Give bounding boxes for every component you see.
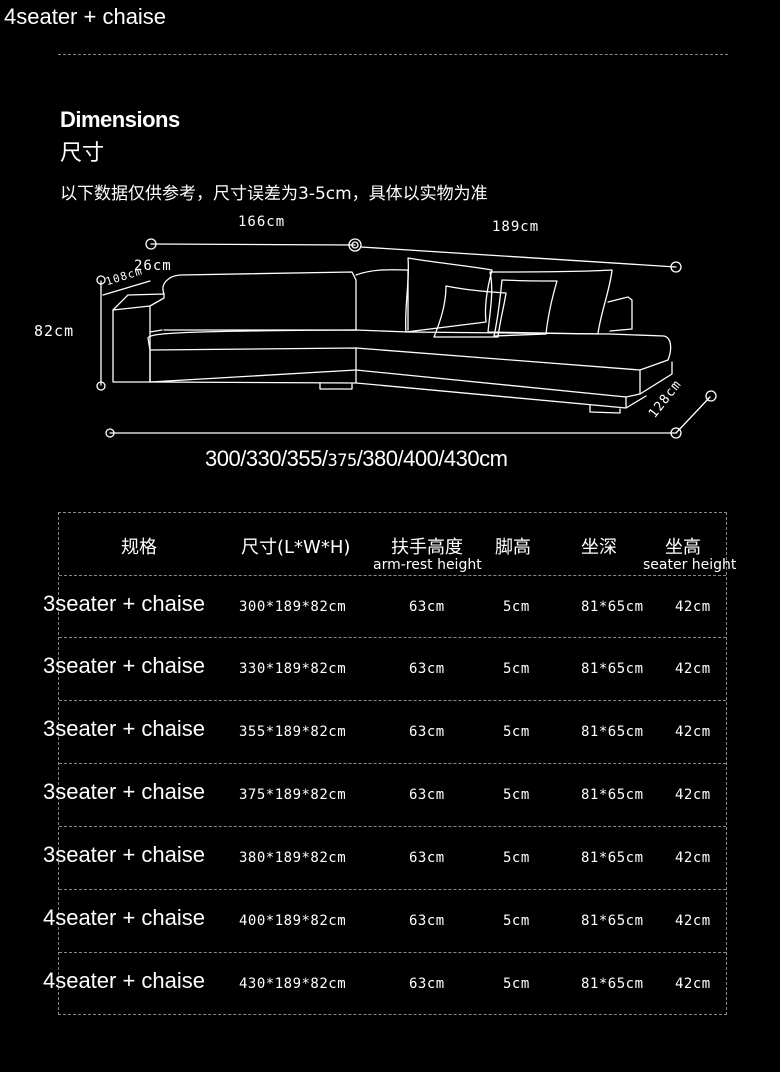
header-depth: 坐深: [581, 537, 617, 558]
label-height: 82cm: [34, 322, 75, 340]
cell-armrest: 63cm: [409, 724, 445, 740]
dimension-endpoint: [96, 381, 106, 391]
cell-seat: 42cm: [675, 661, 711, 677]
row-divider: [59, 763, 726, 764]
cell-depth: 81*65cm: [581, 661, 644, 677]
lengths-part-a: 300/330/355/: [205, 446, 328, 471]
cell-leg: 5cm: [503, 661, 530, 677]
lengths-part-b: 375: [327, 451, 357, 471]
section-title-zh: 尺寸: [60, 141, 105, 166]
chaise-dimension-line: [360, 246, 677, 268]
row-divider: [59, 637, 726, 638]
divider: [58, 54, 728, 55]
depth-dimension-line: [102, 280, 151, 296]
label-chaise-length: 189cm: [492, 219, 540, 235]
cell-armrest: 63cm: [409, 787, 445, 803]
dimension-endpoint: [670, 261, 682, 273]
cell-size: 355*189*82cm: [239, 724, 347, 740]
header-seat: 坐高: [665, 537, 701, 558]
cell-size: 400*189*82cm: [239, 913, 347, 929]
header-armrest-en: arm-rest height: [373, 557, 482, 573]
cell-armrest: 63cm: [409, 850, 445, 866]
dimension-endpoint: [348, 238, 362, 252]
cell-name: 3seater + chaise: [42, 716, 206, 741]
cell-depth: 81*65cm: [581, 913, 644, 929]
cell-depth: 81*65cm: [581, 724, 644, 740]
spec-table: 规格 尺寸(L*W*H) 扶手高度 arm-rest height 脚高 坐深 …: [43, 512, 736, 1015]
chaise-depth-dimension-line: [675, 396, 711, 434]
cell-seat: 42cm: [675, 599, 711, 615]
cell-leg: 5cm: [503, 850, 530, 866]
header-size: 尺寸(L*W*H): [241, 537, 351, 558]
cell-name: 3seater + chaise: [42, 779, 206, 804]
cell-armrest: 63cm: [409, 976, 445, 992]
lengths-part-c: /380/400/430cm: [356, 446, 508, 471]
width-dimension-line: [150, 243, 356, 246]
dimension-endpoint: [670, 427, 682, 439]
cell-depth: 81*65cm: [581, 599, 644, 615]
cell-name: 3seater + chaise: [42, 842, 206, 867]
cell-name: 3seater + chaise: [42, 653, 206, 678]
cell-name: 4seater + chaise: [42, 905, 206, 930]
page-title: 4seater + chaise: [4, 4, 167, 29]
row-divider: [59, 575, 726, 576]
cell-leg: 5cm: [503, 724, 530, 740]
sofa-dimension-diagram: [96, 238, 717, 439]
cell-size: 430*189*82cm: [239, 976, 347, 992]
cell-seat: 42cm: [675, 913, 711, 929]
cell-size: 375*189*82cm: [239, 787, 347, 803]
disclaimer-note: 以下数据仅供参考，尺寸误差为3-5cm，具体以实物为准: [60, 184, 488, 204]
row-divider: [59, 700, 726, 701]
cell-seat: 42cm: [675, 976, 711, 992]
cell-leg: 5cm: [503, 976, 530, 992]
header-seat-en: seater height: [643, 557, 737, 573]
cell-name: 3seater + chaise: [42, 591, 206, 616]
cell-armrest: 63cm: [409, 599, 445, 615]
cell-leg: 5cm: [503, 787, 530, 803]
cell-depth: 81*65cm: [581, 976, 644, 992]
cell-seat: 42cm: [675, 724, 711, 740]
cell-size: 380*189*82cm: [239, 850, 347, 866]
cell-leg: 5cm: [503, 913, 530, 929]
cell-depth: 81*65cm: [581, 787, 644, 803]
row-divider: [59, 889, 726, 890]
cell-depth: 81*65cm: [581, 850, 644, 866]
cell-armrest: 63cm: [409, 913, 445, 929]
dimension-endpoint: [145, 238, 157, 250]
dimension-endpoint: [705, 390, 717, 402]
cell-size: 300*189*82cm: [239, 599, 347, 615]
header-leg: 脚高: [495, 537, 531, 558]
cell-leg: 5cm: [503, 599, 530, 615]
dimension-endpoint: [96, 275, 106, 285]
label-arm-width: 26cm: [134, 258, 172, 274]
available-lengths: 300/330/355/375/380/400/430cm: [205, 446, 508, 472]
section-title-en: Dimensions: [60, 107, 180, 132]
cell-name: 4seater + chaise: [42, 968, 206, 993]
header-armrest: 扶手高度: [391, 537, 463, 558]
cell-seat: 42cm: [675, 850, 711, 866]
dimension-endpoint: [105, 428, 115, 438]
cell-seat: 42cm: [675, 787, 711, 803]
row-divider: [59, 826, 726, 827]
dimension-endpoint: [351, 241, 359, 249]
sofa-outline: [112, 257, 673, 414]
row-divider: [59, 952, 726, 953]
cell-size: 330*189*82cm: [239, 661, 347, 677]
label-width-top: 166cm: [238, 214, 286, 230]
header-spec: 规格: [121, 537, 157, 558]
cell-armrest: 63cm: [409, 661, 445, 677]
